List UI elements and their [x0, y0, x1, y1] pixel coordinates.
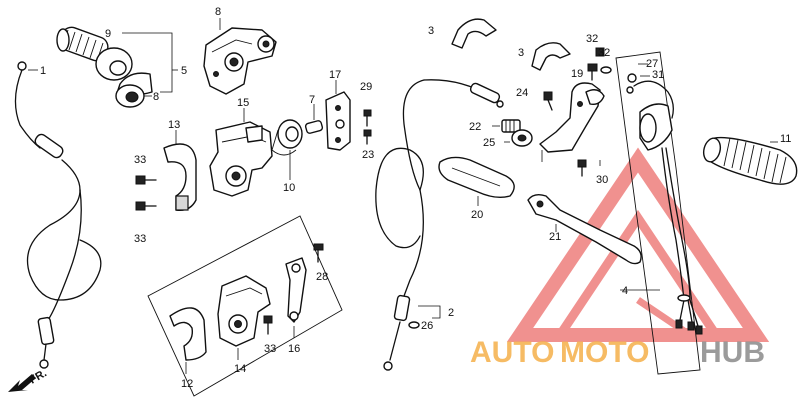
watermark-text: AUTO MOTO HUB — [470, 336, 765, 369]
callout-27: 27 — [646, 58, 658, 70]
switch-clamp-half — [163, 143, 197, 211]
callout-9: 9 — [105, 28, 111, 40]
callout-33-kit: 33 — [264, 343, 276, 355]
callout-30: 30 — [596, 174, 608, 186]
callout-33-lower: 33 — [134, 233, 146, 245]
adjuster-22 — [501, 119, 521, 133]
switch-housing — [209, 121, 273, 197]
callout-8-top: 8 — [215, 6, 221, 18]
screw-23 — [363, 129, 372, 145]
callout-33-upper: 33 — [134, 154, 146, 166]
callout-20: 20 — [471, 209, 483, 221]
callout-13: 13 — [168, 119, 180, 131]
screw-24 — [543, 91, 553, 111]
housing-14 — [217, 275, 271, 347]
pin-7 — [304, 120, 324, 134]
callout-29: 29 — [360, 81, 372, 93]
callout-19: 19 — [571, 68, 583, 80]
front-direction-arrow: FR. — [8, 367, 49, 392]
screw-29 — [363, 109, 372, 127]
callout-4: 4 — [622, 285, 628, 297]
callout-22: 22 — [469, 121, 481, 133]
bolt-33-upper — [135, 175, 157, 185]
callout-8-left: 8 — [153, 91, 159, 103]
callout-1: 1 — [40, 65, 46, 77]
bolt-33-kit — [263, 315, 273, 335]
watermark-text-moto: MOTO — [560, 336, 649, 369]
callout-14: 14 — [234, 363, 246, 375]
kit-outline-box — [147, 215, 343, 397]
callout-11: 11 — [780, 133, 791, 145]
lever-cover-20 — [438, 156, 515, 199]
lever-bracket-16 — [285, 257, 307, 323]
clutch-lever-21 — [527, 193, 642, 265]
bolt-33-lower — [135, 201, 157, 211]
callout-3-upper: 3 — [428, 25, 434, 37]
screw-28 — [313, 243, 324, 263]
nut-32-upper — [595, 47, 605, 57]
callout-5: 5 — [181, 65, 187, 77]
front-arrow-label: FR. — [28, 367, 49, 386]
kill-switch-assy — [626, 73, 703, 335]
callout-15: 15 — [237, 97, 249, 109]
callout-16: 16 — [288, 343, 300, 355]
callout-17: 17 — [329, 69, 341, 81]
callout-32-lower: 32 — [598, 47, 610, 59]
callout-32-upper: 32 — [586, 33, 598, 45]
lever-clamp-3-upper — [451, 18, 497, 49]
callout-21: 21 — [549, 231, 561, 243]
callout-25: 25 — [483, 137, 495, 149]
watermark-logo — [506, 147, 770, 342]
callout-26: 26 — [421, 320, 433, 332]
throttle-collar — [271, 119, 303, 156]
clutch-cable — [375, 79, 504, 371]
collar-25 — [511, 129, 533, 147]
callout-7: 7 — [309, 94, 315, 106]
bolt-19 — [587, 63, 598, 81]
callout-10: 10 — [283, 182, 295, 194]
watermark-text-auto: AUTO — [470, 336, 554, 369]
clamp-half-12 — [169, 307, 207, 361]
callout-3-lower: 3 — [518, 47, 524, 59]
callout-12: 12 — [181, 378, 193, 390]
callout-24: 24 — [516, 87, 528, 99]
left-grip — [702, 136, 798, 185]
clutch-lever-bracket — [539, 82, 605, 153]
callout-31: 31 — [652, 69, 664, 81]
nut-26 — [408, 321, 420, 329]
callout-23: 23 — [362, 149, 374, 161]
callout-2: 2 — [448, 307, 454, 319]
watermark-text-hub: HUB — [700, 336, 765, 369]
callout-28: 28 — [316, 271, 328, 283]
callout-9-leader — [122, 32, 178, 97]
lever-clamp-3-lower — [531, 42, 571, 71]
throttle-housing — [203, 27, 277, 95]
screw-30 — [577, 159, 587, 177]
throttle-cable — [14, 61, 102, 369]
washer-32-lower — [600, 66, 612, 74]
callout-2-leader — [418, 305, 441, 319]
switch-cover — [325, 91, 351, 151]
switch-assy-outline — [615, 51, 701, 375]
